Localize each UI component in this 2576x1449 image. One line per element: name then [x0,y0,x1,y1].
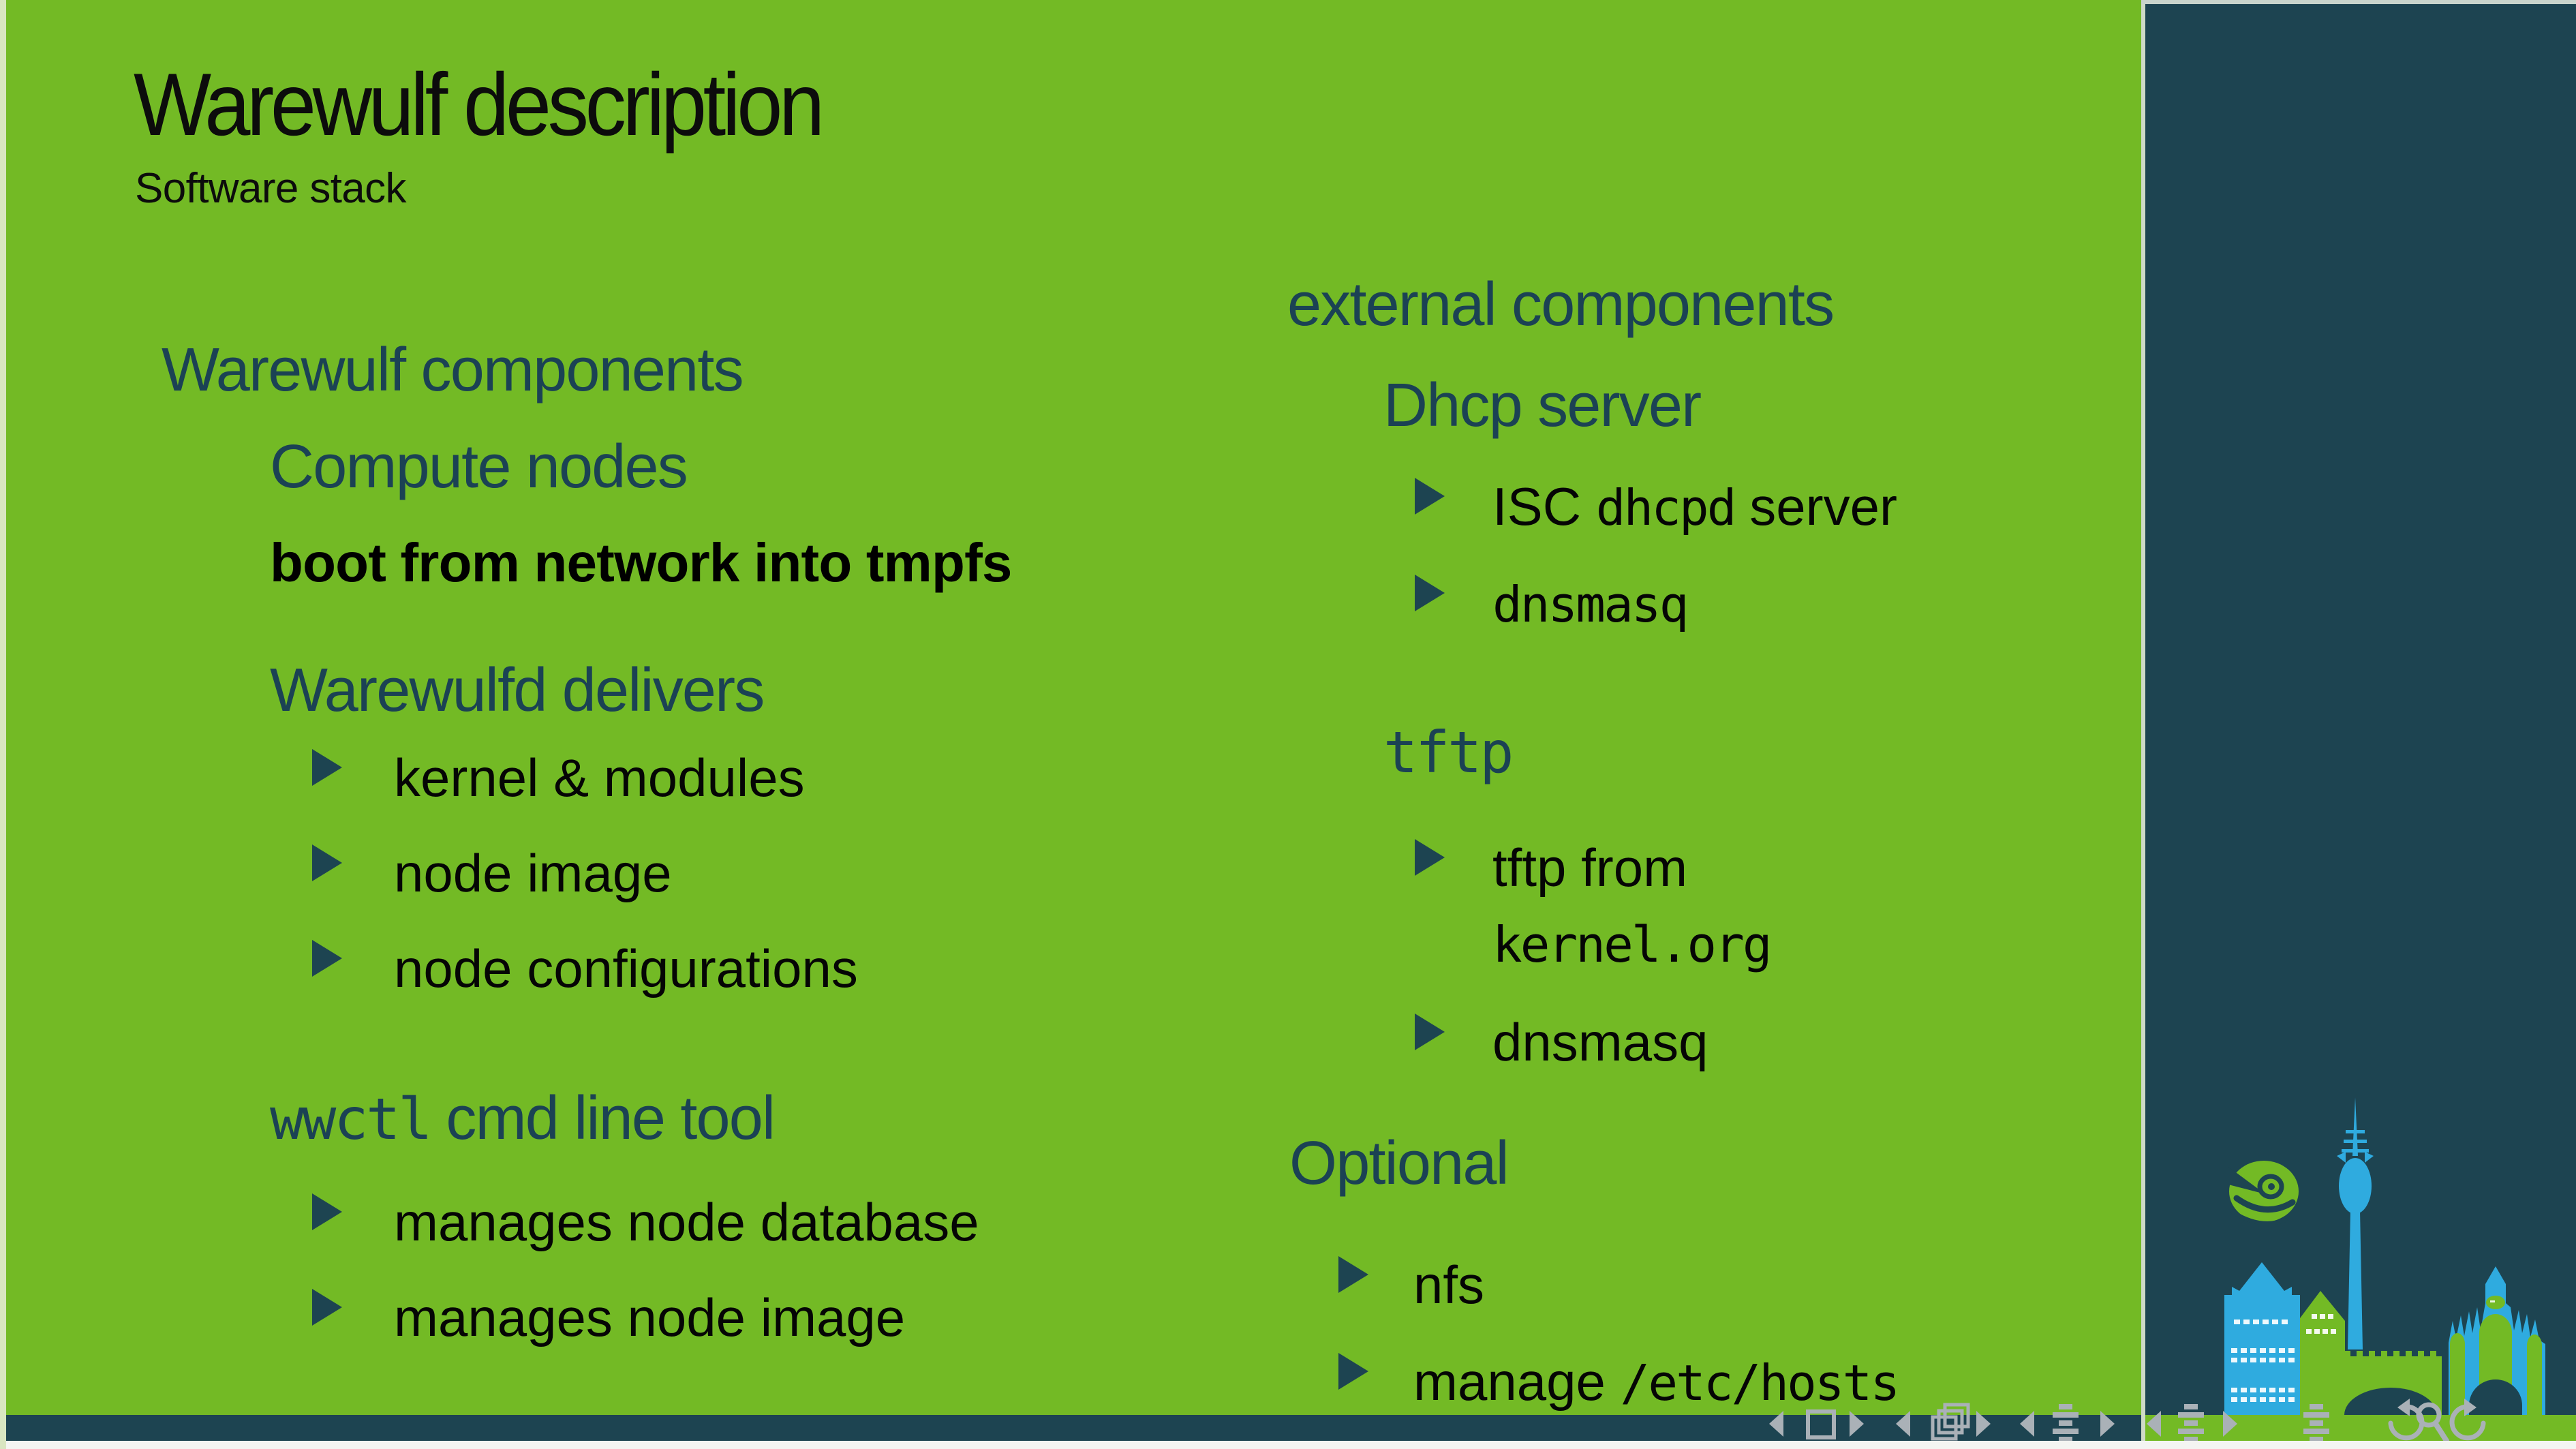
page-subtitle: Software stack [135,165,407,212]
bullet-text: dnsmasq [1492,577,1689,634]
bullet-triangle-icon [312,1289,342,1326]
bullet-triangle-icon [312,940,342,977]
green-building [2300,1291,2345,1415]
list-item: ISC dhcpd server [1415,469,1897,545]
frame-symbol-icon[interactable] [1930,1403,1972,1442]
slide-symbol-icon[interactable] [1806,1409,1836,1439]
slide-next-arrow-icon[interactable] [1850,1411,1864,1437]
sidebar-top-edge [2141,0,2576,4]
heading-warewulfd-delivers: Warewulfd delivers [270,656,765,724]
bullet-text: kernel & modules [394,748,805,808]
heading-compute-nodes: Compute nodes [270,433,688,501]
city-skyline-graphic [2145,1097,2576,1441]
bullet-triangle-icon [1415,575,1445,611]
search-icon[interactable] [2414,1401,2453,1446]
bullet-text: dnsmasq [1492,1012,1708,1072]
heading-warewulf-components: Warewulf components [162,336,744,404]
heading-tftp: tftp [1383,719,1514,786]
frame-prev-arrow-icon[interactable] [1896,1411,1910,1437]
bullet-triangle-icon [312,749,342,786]
tower-windows [2231,1320,2295,1402]
subsection-prev-arrow-icon[interactable] [2020,1411,2034,1437]
opensuse-geeko-logo [2228,1161,2299,1225]
subsection-next-arrow-icon[interactable] [2100,1411,2115,1437]
section-symbol-icon[interactable] [2178,1404,2204,1444]
list-item: node configurations [312,931,858,1007]
subsection-symbol-icon[interactable] [2053,1404,2079,1444]
cathedral-door [2469,1379,2522,1415]
cathedral [2449,1266,2545,1415]
forward-icon[interactable] [2448,1399,2496,1445]
geeko-ball [2486,1296,2505,1309]
boot-statement: boot from network into tmpfs [270,532,1012,593]
frame-next-arrow-icon[interactable] [1976,1411,1991,1437]
section-prev-arrow-icon[interactable] [2147,1411,2161,1437]
sidebar-separator [2141,0,2145,1449]
bullet-triangle-icon [1415,1013,1445,1050]
bullet-text: manages node image [394,1287,906,1347]
heading-external-components: external components [1287,271,1835,339]
bullet-triangle-icon [1415,478,1445,515]
bullet-triangle-icon [1338,1256,1368,1293]
slide-prev-arrow-icon[interactable] [1769,1411,1783,1437]
heading-wwctl-tool: wwctl cmd line tool [270,1084,776,1153]
tv-tower [2337,1097,2374,1349]
section-next-arrow-icon[interactable] [2223,1411,2237,1437]
heading-dhcp-server: Dhcp server [1383,371,1702,440]
bullet-text: ISC dhcpd server [1492,476,1897,537]
bullet-triangle-icon [312,1193,342,1230]
grass-strip [2145,1415,2576,1441]
bullet-text: manage /etc/hosts [1413,1352,1900,1412]
castle-tower [2224,1262,2300,1415]
slide-left-edge [0,0,6,1449]
list-item: manage /etc/hosts [1338,1344,1900,1420]
list-item: manages node database [312,1185,979,1260]
bottom-white-strip [0,1441,2576,1449]
bottom-bar [0,1415,2145,1441]
list-item: node image [312,836,672,911]
list-item: dnsmasq [1415,566,1689,641]
bullet-text: manages node database [394,1192,979,1252]
bullet-triangle-icon [312,844,342,881]
bullet-text: nfs [1413,1255,1485,1315]
bullet-text: node image [394,843,672,903]
bullet-triangle-icon [1338,1353,1368,1390]
list-item: kernel & modules [312,740,805,816]
page-title: Warewulf description [134,55,825,154]
list-item: dnsmasq [1415,1005,1708,1080]
bullet-triangle-icon [1415,839,1445,876]
presentation-symbol-icon[interactable] [2303,1404,2329,1444]
building-windows [2306,1314,2336,1334]
heading-optional: Optional [1289,1129,1509,1198]
list-item: nfs [1338,1247,1484,1323]
bullet-text: node configurations [394,939,858,998]
list-item: manages node image [312,1280,905,1356]
